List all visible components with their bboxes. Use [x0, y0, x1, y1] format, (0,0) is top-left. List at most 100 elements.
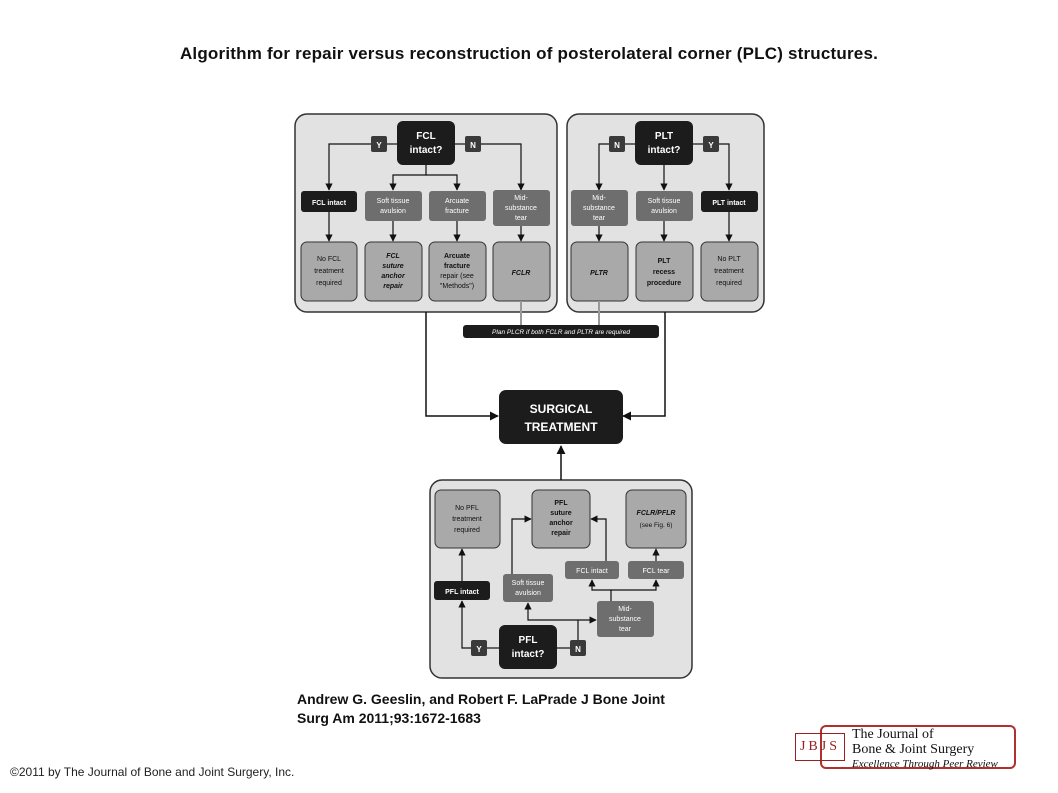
logo-line-1: The Journal of [852, 727, 934, 742]
svg-text:FCLR/PFLR: FCLR/PFLR [637, 510, 676, 517]
svg-text:No PFL: No PFL [455, 505, 479, 512]
svg-text:repair (see: repair (see [440, 273, 474, 280]
svg-text:TREATMENT: TREATMENT [524, 420, 598, 434]
pfl-outcome-suture-repair: PFL suture anchor repair [531, 489, 591, 549]
svg-text:intact?: intact? [648, 145, 681, 156]
svg-text:Mid-: Mid- [618, 606, 632, 613]
fcl-no-badge: N [465, 136, 481, 152]
fcl-arcuate-node: Arcuate fracture [429, 191, 486, 221]
logo-text: The Journal of Bone & Joint Surgery Exce… [852, 727, 998, 771]
svg-text:FCL intact: FCL intact [576, 568, 608, 575]
copyright-notice: ©2011 by The Journal of Bone and Joint S… [10, 765, 295, 779]
svg-text:avulsion: avulsion [380, 208, 406, 215]
svg-text:repair: repair [383, 283, 404, 290]
svg-text:PFL: PFL [519, 635, 538, 646]
svg-text:anchor: anchor [549, 520, 573, 527]
figure-title: Algorithm for repair versus reconstructi… [179, 44, 879, 63]
fcl-yes-badge: Y [371, 136, 387, 152]
pfl-yes-badge: Y [471, 640, 487, 656]
plt-yes-badge: Y [703, 136, 719, 152]
logo-frame [820, 725, 1016, 769]
pfl-outcome-no-treatment: No PFL treatment required [434, 489, 501, 549]
logo-line-3: Excellence Through Peer Review [852, 758, 998, 770]
svg-text:fracture: fracture [445, 208, 469, 215]
jbjs-logo: JBJS The Journal of Bone & Joint Surgery… [790, 725, 1020, 773]
pfl-outcome-fclr-pflr: FCLR/PFLR (see Fig. 6) [625, 489, 687, 549]
svg-text:Mid-: Mid- [592, 195, 606, 202]
fcl-outcome-no-treatment: No FCL treatment required [300, 241, 358, 302]
fcl-intact-node: FCL intact [301, 191, 357, 212]
svg-text:FCL intact: FCL intact [312, 200, 347, 207]
svg-text:substance: substance [505, 205, 537, 212]
svg-text:suture: suture [550, 510, 572, 517]
svg-text:FCLR: FCLR [512, 270, 531, 277]
svg-text:Y: Y [376, 141, 382, 150]
citation-line-2: Surg Am 2011;93:1672-1683 [297, 710, 481, 726]
svg-text:"Methods"): "Methods") [440, 283, 474, 290]
plt-intact-node: PLT intact [701, 191, 758, 212]
logo-mark: JBJS [795, 733, 845, 761]
svg-text:recess: recess [653, 269, 675, 276]
svg-text:tear: tear [619, 626, 632, 633]
plt-midsubstance-node: Mid- substance tear [571, 190, 628, 226]
svg-text:FCL: FCL [416, 131, 435, 142]
pfl-fcl-tear-node: FCL tear [628, 561, 684, 579]
svg-text:required: required [716, 280, 742, 287]
pfl-question-node: PFL intact? [499, 625, 557, 669]
svg-text:PFL: PFL [554, 500, 568, 507]
svg-text:FCL tear: FCL tear [643, 568, 671, 575]
svg-text:suture: suture [382, 263, 404, 270]
plt-no-badge: N [609, 136, 625, 152]
fcl-outcome-arcuate-repair: Arcuate fracture repair (see "Methods") [428, 241, 487, 302]
svg-text:PLT: PLT [658, 258, 671, 265]
svg-text:required: required [316, 280, 342, 287]
fcl-outcome-suture-repair: FCL suture anchor repair [364, 241, 423, 302]
pfl-intact-node: PFL intact [434, 581, 490, 600]
plan-plcr-note: Plan PLCR if both FCLR and PLTR are requ… [463, 325, 659, 338]
plt-outcome-recess: PLT recess procedure [635, 241, 694, 302]
pfl-no-badge: N [570, 640, 586, 656]
svg-text:tear: tear [515, 215, 528, 222]
svg-text:procedure: procedure [647, 280, 681, 287]
svg-text:intact?: intact? [512, 649, 545, 660]
pfl-midsubstance-node: Mid- substance tear [597, 601, 654, 637]
plt-outcome-pltr: PLTR [570, 241, 629, 302]
fcl-question-node: FCL intact? [397, 121, 455, 165]
plt-soft-tissue-node: Soft tissue avulsion [636, 191, 693, 221]
svg-text:N: N [614, 141, 620, 150]
svg-text:intact?: intact? [410, 145, 443, 156]
svg-text:N: N [470, 141, 476, 150]
pfl-fcl-intact-node: FCL intact [565, 561, 619, 579]
svg-text:N: N [575, 645, 581, 654]
svg-text:PLT: PLT [655, 131, 673, 142]
svg-text:avulsion: avulsion [651, 208, 677, 215]
svg-text:treatment: treatment [714, 268, 744, 275]
svg-text:PFL intact: PFL intact [445, 589, 479, 596]
pfl-soft-tissue-node: Soft tissue avulsion [503, 574, 553, 602]
citation: Andrew G. Geeslin, and Robert F. LaPrade… [297, 690, 737, 728]
svg-text:substance: substance [609, 616, 641, 623]
svg-text:Mid-: Mid- [514, 195, 528, 202]
surgical-treatment-node: SURGICAL TREATMENT [499, 390, 623, 444]
svg-text:treatment: treatment [452, 516, 482, 523]
plt-outcome-no-treatment: No PLT treatment required [700, 241, 759, 302]
svg-text:FCL: FCL [386, 253, 400, 260]
fcl-midsubstance-node: Mid- substance tear [493, 190, 550, 226]
svg-text:Soft tissue: Soft tissue [648, 198, 681, 205]
svg-text:fracture: fracture [444, 263, 470, 270]
svg-text:repair: repair [551, 530, 571, 537]
svg-text:treatment: treatment [314, 268, 344, 275]
svg-text:PLTR: PLTR [590, 270, 608, 277]
svg-text:Plan PLCR if both FCLR and PLT: Plan PLCR if both FCLR and PLTR are requ… [492, 329, 630, 336]
fcl-outcome-fclr: FCLR [492, 241, 551, 302]
svg-text:anchor: anchor [381, 273, 406, 280]
svg-text:Soft tissue: Soft tissue [377, 198, 410, 205]
svg-text:tear: tear [593, 215, 606, 222]
svg-text:required: required [454, 527, 480, 534]
fcl-soft-tissue-node: Soft tissue avulsion [365, 191, 422, 221]
svg-text:No FCL: No FCL [317, 256, 341, 263]
svg-text:SURGICAL: SURGICAL [530, 402, 593, 416]
plt-question-node: PLT intact? [635, 121, 693, 165]
svg-text:Y: Y [476, 645, 482, 654]
